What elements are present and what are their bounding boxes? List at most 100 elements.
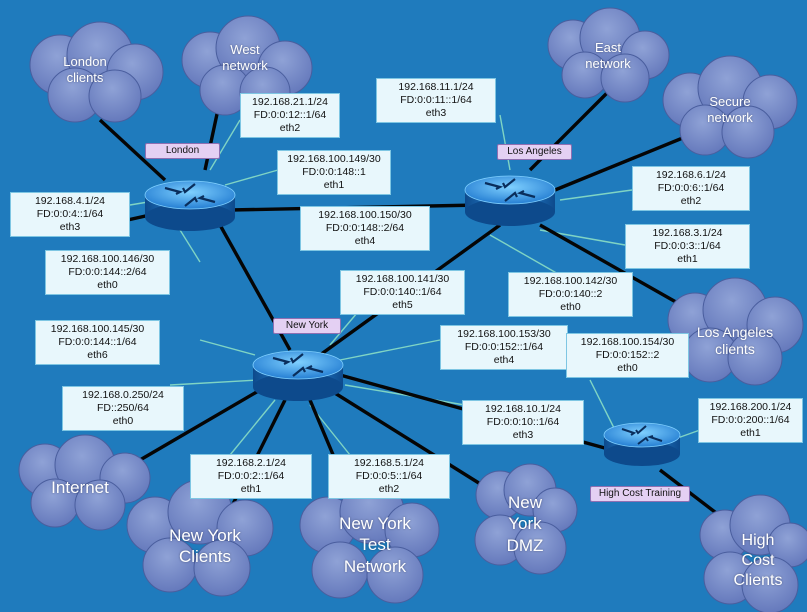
clouds <box>18 7 807 612</box>
interface-box: 192.168.100.142/30 FD:0:0:140::2 eth0 <box>508 272 633 317</box>
interface-name: eth2 <box>680 195 702 207</box>
ipv4-address: 192.168.100.141/30 <box>355 273 450 285</box>
ipv6-address: FD:0:0:140::1/64 <box>363 286 442 298</box>
connector-line <box>499 114 511 171</box>
cloud-label-new-york-dmz: New York DMZ <box>506 493 544 555</box>
ipv6-address: FD:0:0:144::1/64 <box>58 336 137 348</box>
interface-name: eth0 <box>97 279 118 291</box>
interface-name: eth5 <box>392 299 413 311</box>
ipv4-address: 192.168.5.1/24 <box>353 457 425 469</box>
interface-box: 192.168.2.1/24 FD:0:0:2::1/64 eth1 <box>190 454 312 499</box>
ipv4-address: 192.168.100.145/30 <box>50 323 145 335</box>
ipv6-address: FD:0:0:5::1/64 <box>355 470 423 482</box>
ipv6-address: FD:0:0:144::2/64 <box>68 266 147 278</box>
cloud-label-west-network: West network <box>222 41 268 73</box>
ipv4-address: 192.168.11.1/24 <box>398 81 474 93</box>
ipv6-address: FD:0:0:10::1/64 <box>486 416 560 428</box>
connector-line <box>559 189 633 201</box>
interface-name: eth0 <box>560 301 581 313</box>
interface-name: eth3 <box>512 429 534 441</box>
router-new-york-icon <box>252 350 344 401</box>
router-label-high-cost-training: High Cost Training <box>590 486 690 502</box>
interface-name: eth1 <box>240 483 262 495</box>
ipv4-address: 192.168.100.142/30 <box>523 275 618 287</box>
ipv6-address: FD:0:0:12::1/64 <box>253 109 327 121</box>
connector-line <box>169 379 259 386</box>
interface-box: 192.168.100.141/30 FD:0:0:140::1/64 eth5 <box>340 270 465 315</box>
interface-box: 192.168.5.1/24 FD:0:0:5::1/64 eth2 <box>328 454 450 499</box>
interface-name: eth2 <box>378 483 400 495</box>
ipv6-address: FD:0:0:152::2 <box>595 349 660 361</box>
link-secure-network <box>554 133 691 192</box>
interface-box: 192.168.100.153/30 FD:0:0:152::1/64 eth4 <box>440 325 568 370</box>
connector-line <box>344 384 466 406</box>
interface-box: 192.168.6.1/24 FD:0:0:6::1/64 eth2 <box>632 166 750 211</box>
interface-box: 192.168.100.150/30 FD:0:0:148::2/64 eth4 <box>300 206 430 251</box>
interface-box: 192.168.0.250/24 FD::250/64 eth0 <box>62 386 184 431</box>
cloud-los-angeles-clients <box>667 277 804 386</box>
cloud-label-london-clients: London clients <box>63 53 107 85</box>
interface-name: eth4 <box>354 235 376 247</box>
interface-name: eth3 <box>425 107 447 119</box>
cloud-label-east-network: East network <box>585 39 631 71</box>
ipv6-address: FD:0:0:4::1/64 <box>36 208 104 220</box>
ipv6-address: FD:0:0:3::1/64 <box>654 240 721 252</box>
ipv4-address: 192.168.100.149/30 <box>287 153 381 165</box>
cloud-new-york-dmz <box>474 463 578 575</box>
ipv4-address: 192.168.0.250/24 <box>82 389 164 401</box>
cloud-east-network <box>547 7 670 103</box>
router-london-icon <box>144 180 236 231</box>
interface-name: eth2 <box>279 122 301 134</box>
cloud-label-secure-network: Secure network <box>707 93 753 125</box>
cloud-internet <box>18 434 151 531</box>
router-label-new-york: New York <box>273 318 341 334</box>
cloud-high-cost-clients <box>699 494 807 612</box>
connector-line <box>179 229 201 263</box>
ipv4-address: 192.168.100.154/30 <box>580 336 675 348</box>
router-los-angeles-icon <box>464 175 556 226</box>
ipv4-address: 192.168.3.1/24 <box>652 227 723 239</box>
interface-box: 192.168.10.1/24 FD:0:0:10::1/64 eth3 <box>462 400 584 445</box>
interface-name: eth1 <box>677 253 698 265</box>
ipv6-address: FD:0:0:6::1/64 <box>657 182 725 194</box>
ipv4-address: 192.168.200.1/24 <box>709 401 792 413</box>
ipv4-address: 192.168.21.1/24 <box>252 96 328 108</box>
ipv6-address: FD:0:0:148::2/64 <box>325 222 405 234</box>
connector-line <box>209 119 241 171</box>
link-newyork-dmz <box>329 388 491 492</box>
cloud-secure-network <box>662 55 798 159</box>
link-losangeles-clients <box>539 223 691 312</box>
interface-box: 192.168.11.1/24 FD:0:0:11::1/64 eth3 <box>376 78 496 123</box>
ipv6-address: FD:0:0:11::1/64 <box>400 94 472 106</box>
ipv4-address: 192.168.100.146/30 <box>60 253 155 265</box>
connector-line <box>224 169 279 186</box>
interface-box: 192.168.4.1/24 FD:0:0:4::1/64 eth3 <box>10 192 130 237</box>
interface-name: eth0 <box>617 362 638 374</box>
interface-box: 192.168.100.146/30 FD:0:0:144::2/64 eth0 <box>45 250 170 295</box>
interface-box: 192.168.100.149/30 FD:0:0:148::1 eth1 <box>277 150 391 195</box>
connector-line <box>339 339 441 361</box>
link-london-clients <box>98 118 167 182</box>
ipv4-address: 192.168.10.1/24 <box>485 403 561 415</box>
connector-line <box>199 339 256 356</box>
ipv6-address: FD:0:0:200::1/64 <box>711 414 790 426</box>
ipv4-address: 192.168.6.1/24 <box>655 169 727 181</box>
interface-box: 192.168.200.1/24 FD:0:0:200::1/64 eth1 <box>698 398 803 443</box>
cloud-london-clients <box>29 21 164 123</box>
interface-name: eth0 <box>112 415 134 427</box>
ipv4-address: 192.168.4.1/24 <box>34 195 106 207</box>
cloud-label-internet: Internet <box>51 478 109 498</box>
interface-name: eth3 <box>59 221 81 233</box>
connector-line <box>489 234 561 276</box>
cloud-label-new-york-clients: New York Clients <box>169 525 241 566</box>
cloud-label-los-angeles-clients: Los Angeles clients <box>696 323 774 358</box>
link-newyork-internet <box>139 388 261 462</box>
interface-name: eth4 <box>493 354 515 366</box>
ipv4-address: 192.168.100.150/30 <box>318 209 412 221</box>
cloud-label-high-cost-clients: High Cost Clients <box>733 532 783 589</box>
ipv6-address: FD:0:0:152::1/64 <box>464 341 544 353</box>
interface-box: 192.168.3.1/24 FD:0:0:3::1/64 eth1 <box>625 224 750 269</box>
ipv6-address: FD::250/64 <box>97 402 149 414</box>
interface-box: 192.168.21.1/24 FD:0:0:12::1/64 eth2 <box>240 93 340 138</box>
